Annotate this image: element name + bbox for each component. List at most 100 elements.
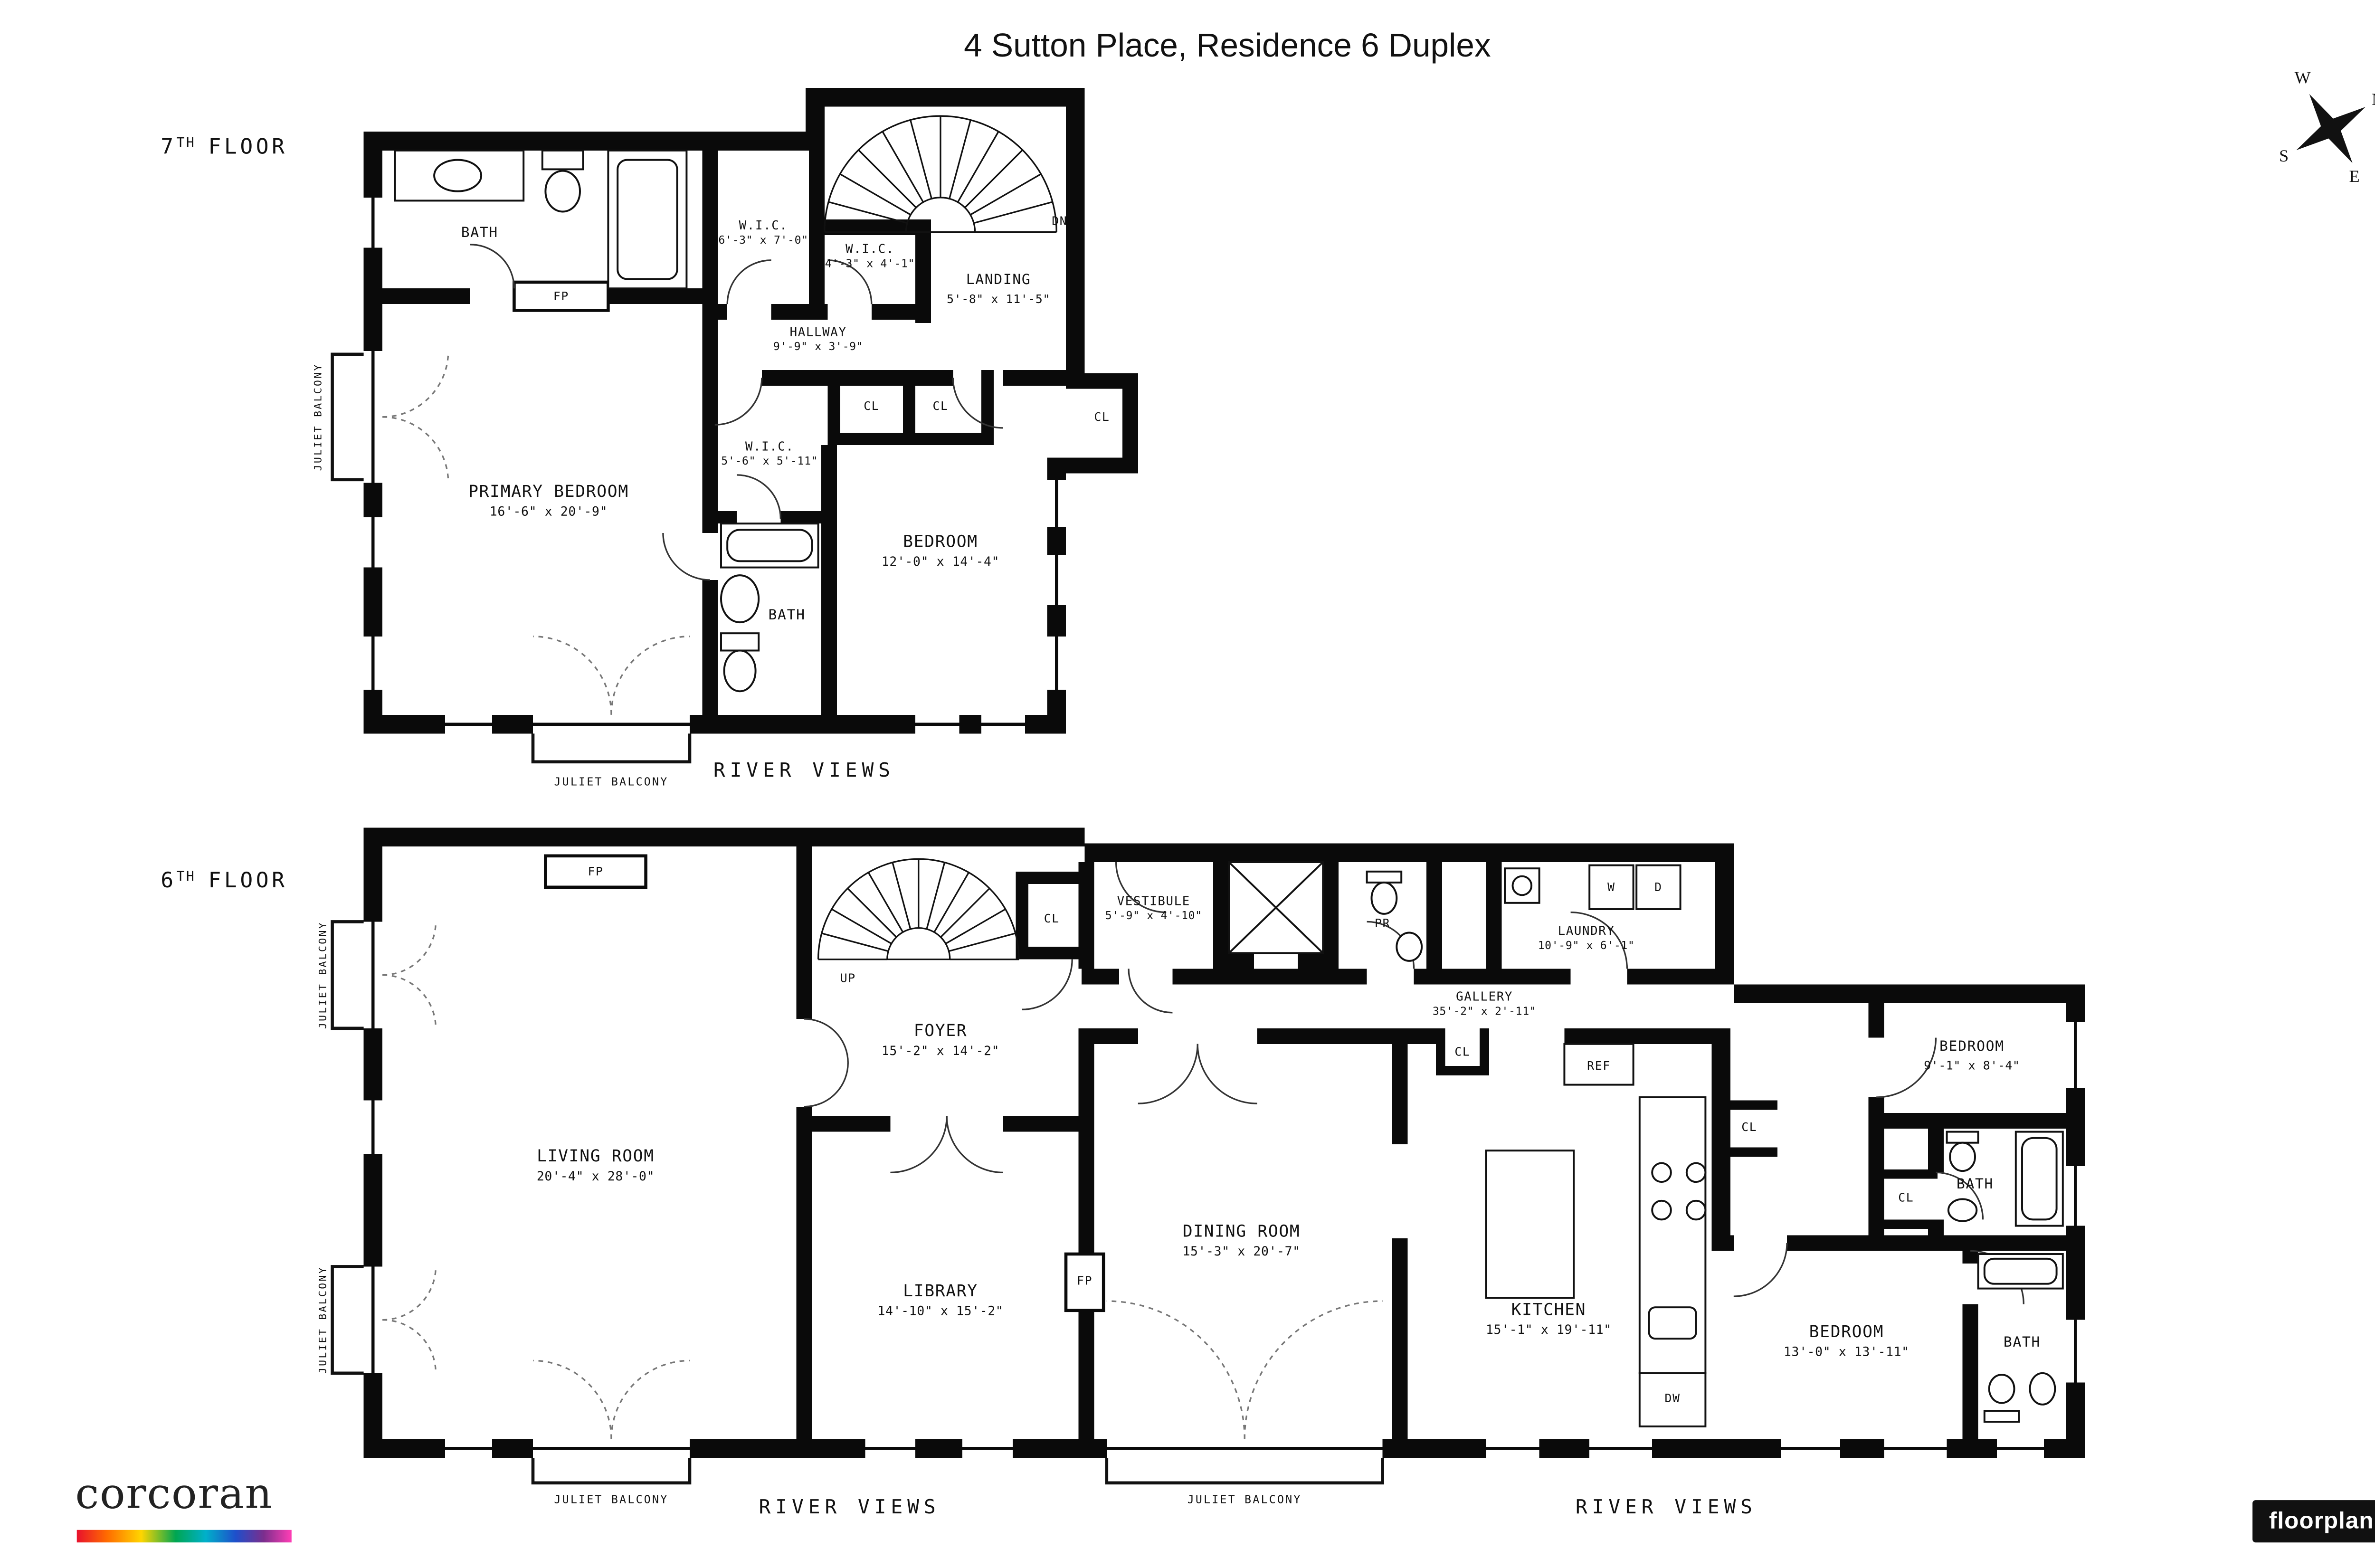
- room-dims: 4'-3" x 4'-1": [825, 257, 915, 271]
- kitchen-fixtures: [1485, 1043, 1707, 1427]
- room-dims: 15'-1" x 19'-11": [1485, 1322, 1612, 1337]
- closet-marker-stairs: CL: [1044, 911, 1060, 926]
- floor7-door-swings: [470, 244, 1004, 581]
- stairs-up-marker: UP: [840, 971, 856, 986]
- room-label-bath-top-f7: BATH: [461, 226, 498, 245]
- compass-east: E: [2349, 168, 2360, 187]
- room-label-wic-small-f7: W.I.C.4'-3" x 4'-1": [825, 242, 915, 272]
- floor6-window-glass: [371, 922, 2077, 1450]
- floor7-walls: [363, 87, 1138, 734]
- room-dims: 14'-10" x 15'-2": [877, 1303, 1004, 1318]
- juliet-balcony-label-f6-bottom-left: JULIET BALCONY: [554, 1493, 669, 1507]
- closet-marker-hall: CL: [1741, 1120, 1758, 1134]
- powder-room-fixtures: [1366, 870, 1423, 962]
- floor6-walls: [363, 827, 2085, 1458]
- room-name: LAUNDRY: [1558, 923, 1615, 938]
- fireplace-marker-library: FP: [1077, 1273, 1093, 1288]
- room-dims: 12'-0" x 14'-4": [881, 554, 1000, 569]
- floor7-window-glass: [371, 197, 1058, 726]
- room-label-bath-bottom-right: BATH: [2004, 1336, 2041, 1354]
- closet-marker-gallery: CL: [1454, 1045, 1471, 1059]
- room-label-wic-large-f7: W.I.C.6'-3" x 7'-0": [718, 219, 808, 248]
- fireplace-marker-living: FP: [588, 864, 604, 879]
- floorplan-grp-logo: floorplan GRP: [2252, 1500, 2375, 1543]
- room-dims: 15'-3" x 20'-7": [1182, 1244, 1301, 1258]
- room-name: BATH: [461, 226, 498, 242]
- room-label-landing: LANDING 5'-8" x 11'-5": [947, 273, 1050, 307]
- room-label-kitchen: KITCHEN 15'-1" x 19'-11": [1486, 1301, 1612, 1339]
- bath-fixtures-top-right: [1946, 1131, 2064, 1227]
- river-views-label-f7: RIVER VIEWS: [713, 758, 895, 782]
- room-name: W.I.C.: [846, 242, 894, 257]
- room-name: HALLWAY: [789, 325, 847, 340]
- room-dims: 13'-0" x 13'-11": [1783, 1344, 1910, 1359]
- floor7-word: FLOOR: [208, 134, 288, 160]
- room-dims: 5'-8" x 11'-5": [947, 291, 1051, 306]
- room-label-wic-mid-f7: W.I.C.5'-6" x 5'-11": [721, 439, 818, 469]
- compass-south: S: [2279, 147, 2289, 166]
- closet-marker-bath: CL: [1898, 1190, 1914, 1205]
- corcoran-spectrum-bar: [76, 1530, 292, 1543]
- room-name: W.I.C.: [745, 439, 794, 454]
- room-name: KITCHEN: [1511, 1301, 1586, 1320]
- floor7-french-door-swings: [382, 351, 690, 715]
- juliet-balcony-label-f7-left: JULIET BALCONY: [312, 363, 325, 471]
- room-name: W.I.C.: [739, 218, 788, 233]
- stairs-down-marker: DN: [1052, 214, 1068, 228]
- room-name: DINING ROOM: [1182, 1222, 1301, 1242]
- room-dims: 5'-9" x 4'-10": [1105, 910, 1202, 923]
- room-label-bath-lower-f7: BATH: [769, 608, 806, 627]
- room-name: LIVING ROOM: [537, 1147, 655, 1167]
- floor6-door-swings: [804, 862, 2024, 1304]
- powder-room-marker: PR: [1375, 916, 1391, 931]
- river-views-label-f6-right: RIVER VIEWS: [1575, 1494, 1757, 1519]
- floor6-french-door-swings: [382, 922, 1383, 1439]
- juliet-balcony-label-f7-bottom: JULIET BALCONY: [554, 776, 669, 789]
- compass-north: N: [2372, 91, 2375, 110]
- closet-marker-f7-1: CL: [864, 399, 880, 413]
- room-label-bedroom-bottom-right: BEDROOM 13'-0" x 13'-11": [1784, 1323, 1910, 1360]
- compass-west: W: [2294, 69, 2311, 88]
- river-views-label-f6-left: RIVER VIEWS: [759, 1494, 940, 1519]
- floor6-staircase: [817, 858, 1020, 960]
- floor7-staircase: [824, 115, 1057, 233]
- corcoran-logo: corcoran: [75, 1470, 273, 1519]
- juliet-balcony-label-f6-left-bottom: JULIET BALCONY: [316, 1266, 329, 1374]
- floor6-ordinal: TH: [176, 870, 196, 886]
- floor7-fireplace: [513, 280, 610, 312]
- room-label-dining-room: DINING ROOM 15'-3" x 20'-7": [1182, 1223, 1300, 1260]
- room-dims: 10'-9" x 6'-1": [1538, 940, 1635, 952]
- room-name: LANDING: [966, 273, 1031, 289]
- floor6-fireplaces: [544, 854, 1105, 1312]
- closet-marker-f7-3: CL: [1094, 409, 1110, 424]
- fireplace-marker-f7: FP: [553, 289, 569, 304]
- elevator: [1228, 861, 1324, 954]
- room-name: PRIMARY BEDROOM: [468, 483, 629, 502]
- room-name: BATH: [1956, 1177, 1994, 1193]
- room-name: FOYER: [913, 1022, 968, 1041]
- refrigerator-marker: REF: [1587, 1059, 1611, 1073]
- floor7-bath-fixtures: [394, 149, 819, 693]
- room-dims: 9'-9" x 3'-9": [773, 341, 864, 354]
- room-label-laundry: LAUNDRY 10'-9" x 6'-1": [1538, 924, 1635, 954]
- floor6-juliet-balconies: [331, 920, 1384, 1485]
- juliet-balcony-label-f6-bottom-mid: JULIET BALCONY: [1187, 1493, 1302, 1507]
- page-title: 4 Sutton Place, Residence 6 Duplex: [964, 28, 1491, 65]
- closet-marker-f7-2: CL: [932, 399, 949, 413]
- room-dims: 6'-3" x 7'-0": [718, 234, 808, 247]
- room-name: BEDROOM: [1809, 1323, 1884, 1342]
- dishwasher-marker: DW: [1664, 1391, 1681, 1406]
- bath-fixtures-bottom-right: [1977, 1253, 2064, 1423]
